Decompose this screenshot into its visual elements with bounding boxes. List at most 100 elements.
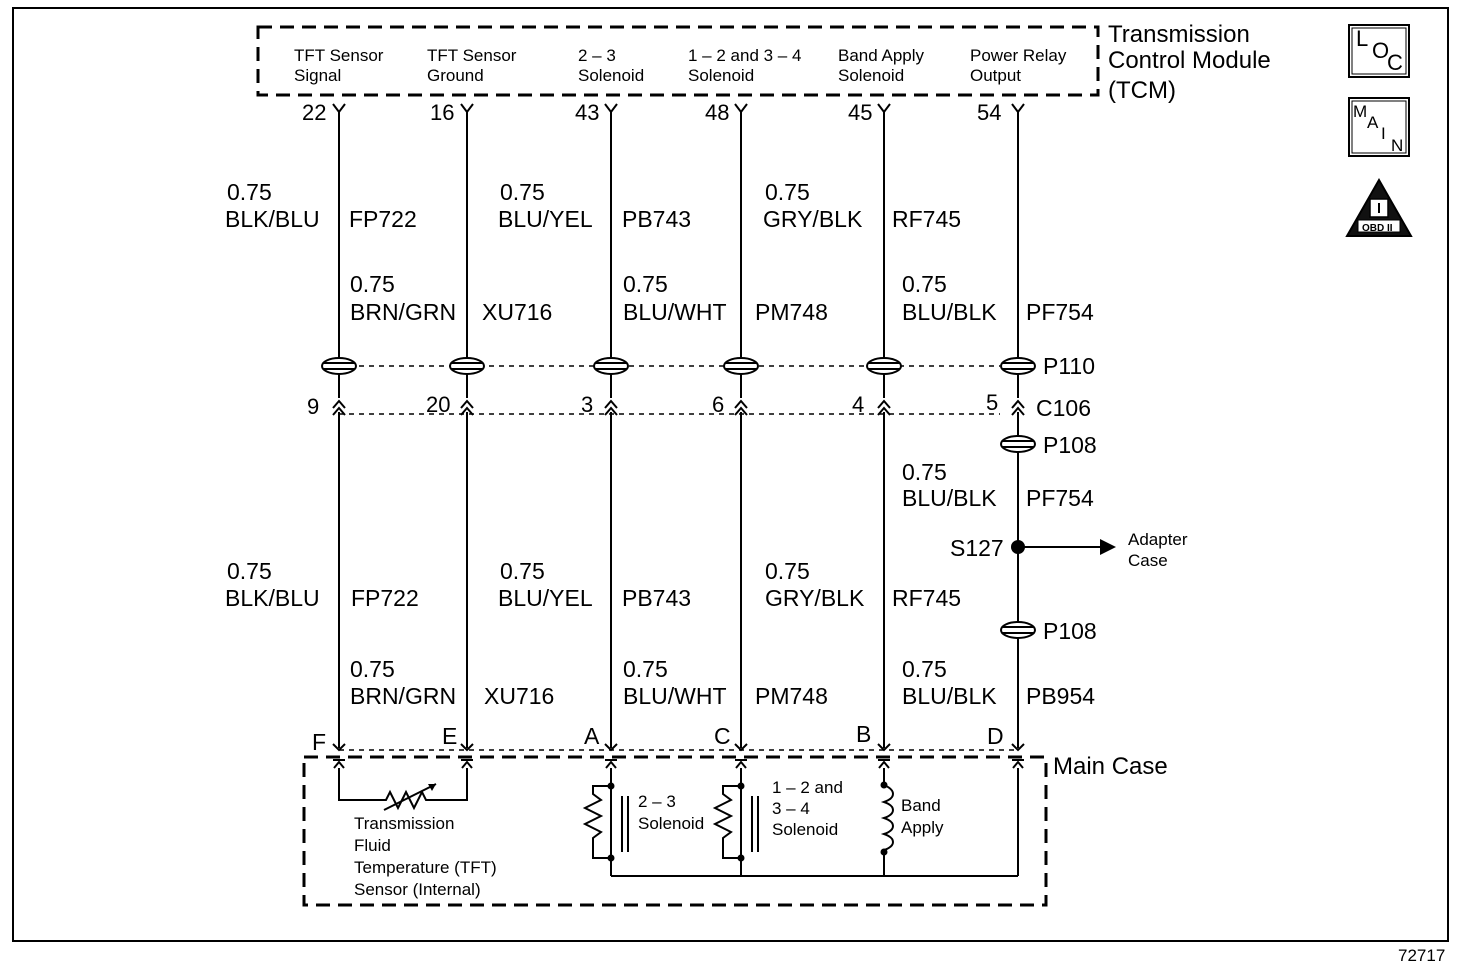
- svg-text:M: M: [1353, 102, 1367, 121]
- lower-wire-fp722-color: BLK/BLU: [225, 585, 320, 611]
- tcm-title-3: (TCM): [1108, 77, 1176, 104]
- c106-pin-6: 6: [712, 392, 724, 417]
- tcm-pin-label-45-a: Band Apply: [838, 46, 925, 65]
- adapter-case-label-1: Adapter: [1128, 530, 1188, 549]
- svg-text:L: L: [1356, 26, 1368, 51]
- band-apply-label-2: Apply: [901, 818, 944, 837]
- p110-connector-4: [866, 357, 902, 375]
- tcm-pin-label-48-b: Solenoid: [688, 66, 754, 85]
- power-mid-wire-circuit: PF754: [1026, 485, 1094, 511]
- main-case-pin-b: B: [856, 721, 871, 747]
- lower-wire-pb954-color: BLU/BLK: [902, 683, 997, 709]
- figure-number: 72717: [1398, 946, 1445, 965]
- tcm-terminal-43: [604, 103, 618, 113]
- tcm-pin-label-54-a: Power Relay: [970, 46, 1067, 65]
- tcm-pin-label-45-b: Solenoid: [838, 66, 904, 85]
- upper-wire-pm748-gauge: 0.75: [623, 271, 668, 297]
- tcm-pin-16: 16: [430, 100, 454, 125]
- svg-text:A: A: [1367, 113, 1379, 132]
- solenoid-23-label-1: 2 – 3: [638, 792, 676, 811]
- power-mid-wire-color: BLU/BLK: [902, 485, 997, 511]
- svg-text:OBD II: OBD II: [1362, 223, 1393, 234]
- upper-wire-rf745-gauge: 0.75: [765, 179, 810, 205]
- tcm-pin-label-48-a: 1 – 2 and 3 – 4: [688, 46, 801, 65]
- svg-text:C: C: [1387, 50, 1403, 75]
- tcm-box: [256, 25, 1100, 97]
- tft-sensor-label-4: Sensor (Internal): [354, 880, 481, 899]
- solenoid-1234-coil-icon: [712, 768, 759, 876]
- lower-wire-pb743-circuit: PB743: [622, 585, 691, 611]
- band-apply-coil-icon: [880, 768, 894, 876]
- tcm-title-1: Transmission: [1108, 21, 1250, 48]
- lower-wire-xu716-color: BRN/GRN: [350, 683, 456, 709]
- c106-pin-3: 3: [581, 392, 593, 417]
- upper-wire-fp722-circuit: FP722: [349, 206, 417, 232]
- main-icon[interactable]: M A I N: [1348, 97, 1410, 157]
- p110-connector-3: [593, 357, 629, 375]
- tcm-pin-45: 45: [848, 100, 872, 125]
- c106-pin-5: 5: [986, 390, 998, 415]
- main-case-pin-a: A: [584, 723, 600, 749]
- upper-wire-xu716-circuit: XU716: [482, 299, 552, 325]
- main-case-pin-e: E: [442, 723, 457, 749]
- lower-wire-xu716-gauge: 0.75: [350, 656, 395, 682]
- upper-wire-pb743-gauge: 0.75: [500, 179, 545, 205]
- tcm-pin-label-54-b: Output: [970, 66, 1021, 85]
- tcm-pin-22: 22: [302, 100, 326, 125]
- tcm-terminal-16: [460, 103, 474, 113]
- upper-wire-pb743-color: BLU/YEL: [498, 206, 593, 232]
- lower-wire-rf745-circuit: RF745: [892, 585, 961, 611]
- p110-connector-6: [723, 357, 759, 375]
- tcm-terminal-22: [332, 103, 346, 113]
- main-case-pin-d: D: [987, 723, 1004, 749]
- tft-sensor-label-3: Temperature (TFT): [354, 858, 497, 877]
- lower-wire-xu716-circuit: XU716: [484, 683, 554, 709]
- p110-label: P110: [1043, 353, 1095, 379]
- p110-connector-5: [1000, 357, 1036, 375]
- tcm-pin-48: 48: [705, 100, 729, 125]
- tcm-pin-54: 54: [977, 100, 1001, 125]
- lower-wire-pb954-gauge: 0.75: [902, 656, 947, 682]
- s127-arrow-icon: [1100, 539, 1116, 555]
- main-case-title: Main Case: [1053, 753, 1168, 780]
- diagram-frame: [12, 7, 1449, 942]
- power-mid-wire-gauge: 0.75: [902, 459, 947, 485]
- p108-bottom-connector: [1000, 621, 1036, 639]
- c106-pin-9: 9: [307, 394, 319, 419]
- obd-ii-icon[interactable]: OBD II: [1345, 177, 1413, 237]
- upper-wire-pf754-gauge: 0.75: [902, 271, 947, 297]
- upper-wire-pm748-color: BLU/WHT: [623, 299, 727, 325]
- band-apply-label-1: Band: [901, 796, 941, 815]
- lower-wire-pb743-color: BLU/YEL: [498, 585, 593, 611]
- loc-icon[interactable]: L O C: [1348, 24, 1410, 78]
- tcm-pin-label-16-a: TFT Sensor: [427, 46, 517, 65]
- upper-wire-pb743-circuit: PB743: [622, 206, 691, 232]
- upper-wire-rf745-color: GRY/BLK: [763, 206, 863, 232]
- lower-wire-fp722-gauge: 0.75: [227, 558, 272, 584]
- solenoid-1234-label-1: 1 – 2 and: [772, 778, 843, 797]
- svg-text:I: I: [1381, 124, 1386, 143]
- lower-wire-fp722-circuit: FP722: [351, 585, 419, 611]
- p108-bottom-label: P108: [1043, 618, 1097, 644]
- main-case-pin-c: C: [714, 723, 731, 749]
- tcm-pin-label-22-a: TFT Sensor: [294, 46, 384, 65]
- upper-wire-fp722-color: BLK/BLU: [225, 206, 320, 232]
- main-case-pin-f: F: [312, 729, 326, 755]
- upper-wire-pf754-color: BLU/BLK: [902, 299, 997, 325]
- svg-text:N: N: [1391, 136, 1403, 155]
- tcm-pin-label-43-b: Solenoid: [578, 66, 644, 85]
- c106-label: C106: [1036, 395, 1091, 421]
- s127-label: S127: [950, 535, 1004, 561]
- p108-top-label: P108: [1043, 432, 1097, 458]
- tcm-pin-label-43-a: 2 – 3: [578, 46, 616, 65]
- p108-top-connector: [1000, 435, 1036, 453]
- p110-connector-20: [449, 357, 485, 375]
- lower-wire-pm748-color: BLU/WHT: [623, 683, 727, 709]
- upper-wire-fp722-gauge: 0.75: [227, 179, 272, 205]
- tcm-terminal-48: [734, 103, 748, 113]
- upper-wire-pm748-circuit: PM748: [755, 299, 828, 325]
- solenoid-23-label-2: Solenoid: [638, 814, 704, 833]
- lower-wire-pb743-gauge: 0.75: [500, 558, 545, 584]
- c106-pin-20: 20: [426, 392, 450, 417]
